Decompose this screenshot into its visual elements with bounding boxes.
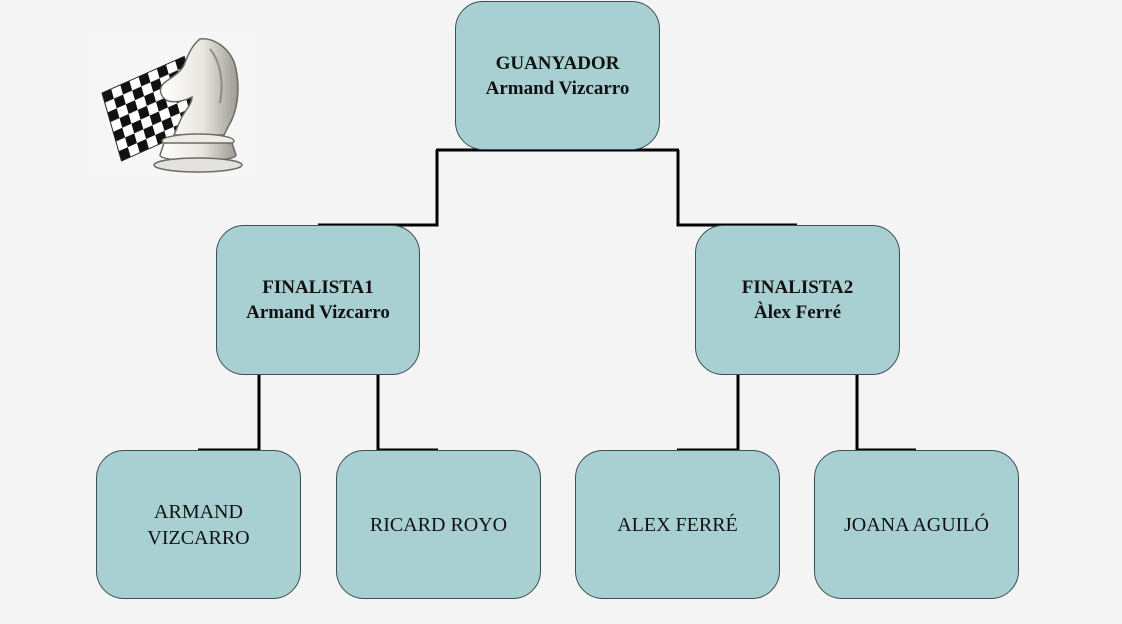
connector-finalist2-player4 bbox=[855, 375, 916, 452]
player-1-line2: VIZCARRO bbox=[147, 526, 250, 549]
chess-knight-board-icon bbox=[101, 38, 243, 173]
chess-logo bbox=[88, 31, 256, 179]
connector-finalist1-player2 bbox=[376, 375, 438, 452]
node-player-4: JOANA AGUILÓ bbox=[814, 450, 1019, 599]
node-finalist2: FINALISTA2 Àlex Ferré bbox=[695, 225, 900, 375]
winner-title: GUANYADOR bbox=[495, 52, 620, 74]
finalist1-name: Armand Vizcarro bbox=[246, 302, 390, 323]
connector-winner-finalist2 bbox=[676, 150, 797, 227]
finalist2-name: Àlex Ferré bbox=[753, 302, 842, 323]
node-finalist1: FINALISTA1 Armand Vizcarro bbox=[216, 225, 420, 375]
connector-finalist2-player3 bbox=[677, 375, 740, 452]
connector-winner-finalist1 bbox=[318, 150, 439, 227]
player-4-name: JOANA AGUILÓ bbox=[844, 513, 989, 536]
finalist1-title: FINALISTA1 bbox=[262, 277, 374, 298]
node-player-3: ALEX FERRÉ bbox=[575, 450, 780, 599]
player-3-name: ALEX FERRÉ bbox=[617, 513, 738, 536]
connector-finalist1-player1 bbox=[198, 375, 261, 452]
node-player-2: RICARD ROYO bbox=[336, 450, 541, 599]
node-winner: GUANYADOR Armand Vizcarro bbox=[455, 1, 660, 150]
player-1-line1: ARMAND bbox=[154, 500, 243, 523]
player-2-name: RICARD ROYO bbox=[369, 513, 508, 536]
node-player-1: ARMAND VIZCARRO bbox=[96, 450, 301, 599]
finalist2-title: FINALISTA2 bbox=[741, 277, 854, 298]
winner-name: Armand Vizcarro bbox=[485, 77, 630, 99]
